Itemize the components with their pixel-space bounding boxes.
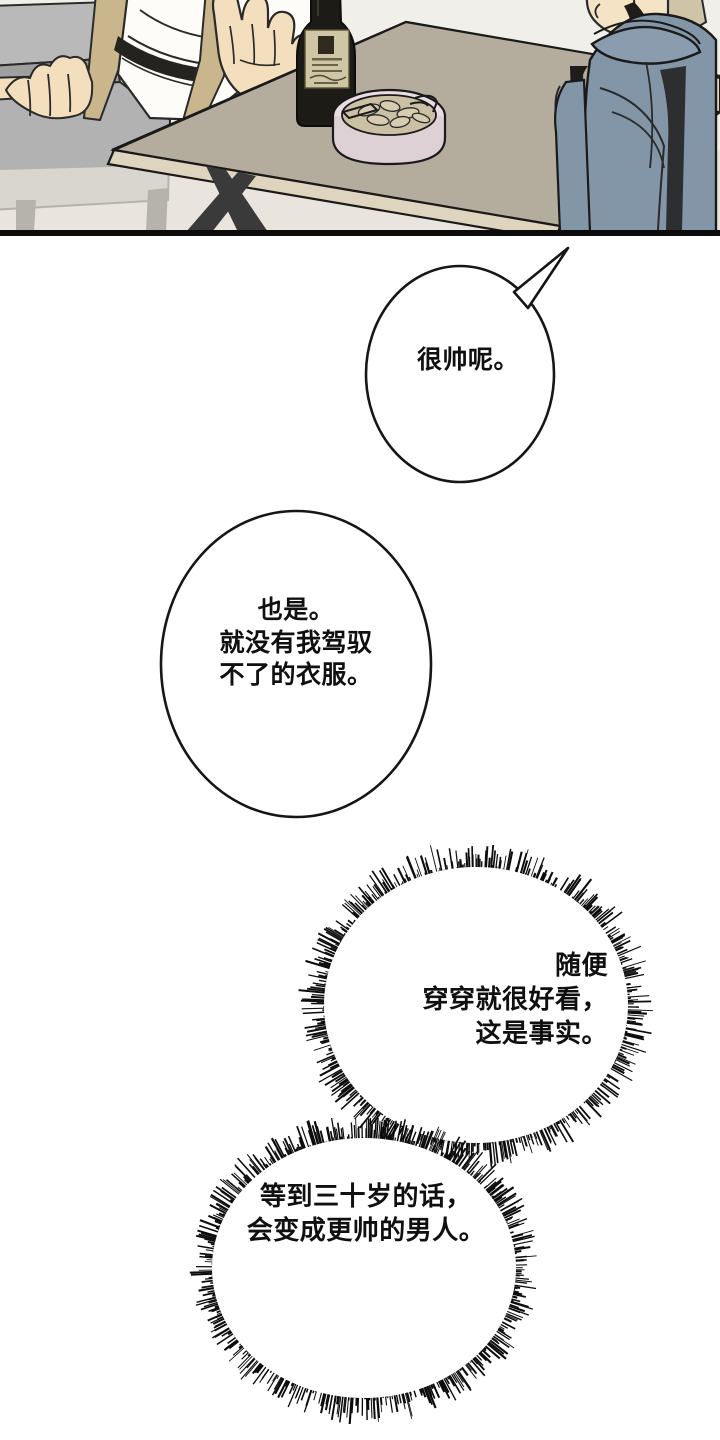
- scene-illustration: [0, 0, 720, 230]
- wine-bottle: [296, 0, 356, 127]
- bubble-tail: [512, 246, 570, 310]
- comic-art-panel: [0, 0, 720, 236]
- bubble-1-shape: [364, 246, 570, 484]
- bubble-3-text: 随便 穿穿就很好看， 这是事实。: [422, 950, 608, 1048]
- bubble-2-shape: [159, 509, 433, 819]
- speech-bubble-3-spiky: 随便 穿穿就很好看， 这是事实。: [280, 845, 670, 1177]
- bubble-2-text: 也是。 就没有我驾驭 不了的衣服。: [219, 596, 373, 689]
- collar: [590, 25, 702, 65]
- speech-bubble-2: 也是。 就没有我驾驭 不了的衣服。: [158, 508, 434, 820]
- bubble-4-text: 等到三十岁的话， 会变成更帅的男人。: [246, 1181, 486, 1245]
- bubble-4-shape: [189, 1118, 537, 1424]
- speech-bubble-1: 很帅呢。: [362, 246, 574, 486]
- bubble-3-shape: [298, 845, 654, 1168]
- speech-bubble-4-spiky: 等到三十岁的话， 会变成更帅的男人。: [168, 1118, 568, 1424]
- hands-left: [0, 55, 94, 120]
- man-in-blue-sweater-right: [554, 0, 718, 230]
- bubble-1-text: 很帅呢。: [416, 346, 519, 374]
- snack-bowl: [331, 88, 447, 166]
